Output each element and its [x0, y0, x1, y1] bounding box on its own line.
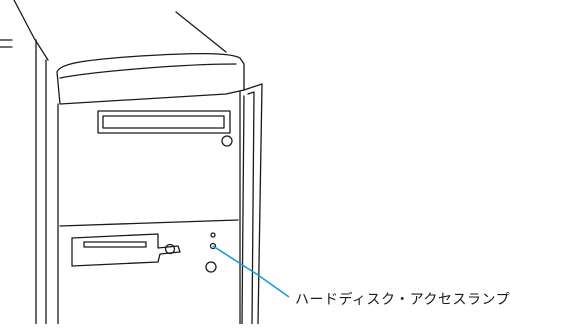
tower-right-side-inner [247, 91, 255, 325]
floppy-slot [83, 241, 147, 248]
tower-top-cap [56, 52, 245, 105]
optical-drive-slot [97, 110, 231, 134]
floppy-drive-frame [71, 233, 181, 267]
callout-leader-line [212, 245, 290, 298]
tower-right-side-inner2 [241, 95, 245, 325]
hdd-access-lamp [209, 242, 217, 250]
floppy-eject-button [164, 243, 176, 255]
bay-separator [59, 219, 239, 227]
eject-button [221, 135, 233, 147]
tower-top-cap-inner [59, 63, 237, 79]
power-button [205, 261, 217, 273]
tower-right-side [243, 83, 263, 325]
power-led [210, 232, 216, 238]
background-panel-left [13, 0, 49, 61]
hdd-access-lamp-label: ハードディスク・アクセスランプ [295, 292, 511, 308]
optical-drive-inner [102, 115, 225, 129]
tower-top-back-edge [175, 11, 227, 53]
